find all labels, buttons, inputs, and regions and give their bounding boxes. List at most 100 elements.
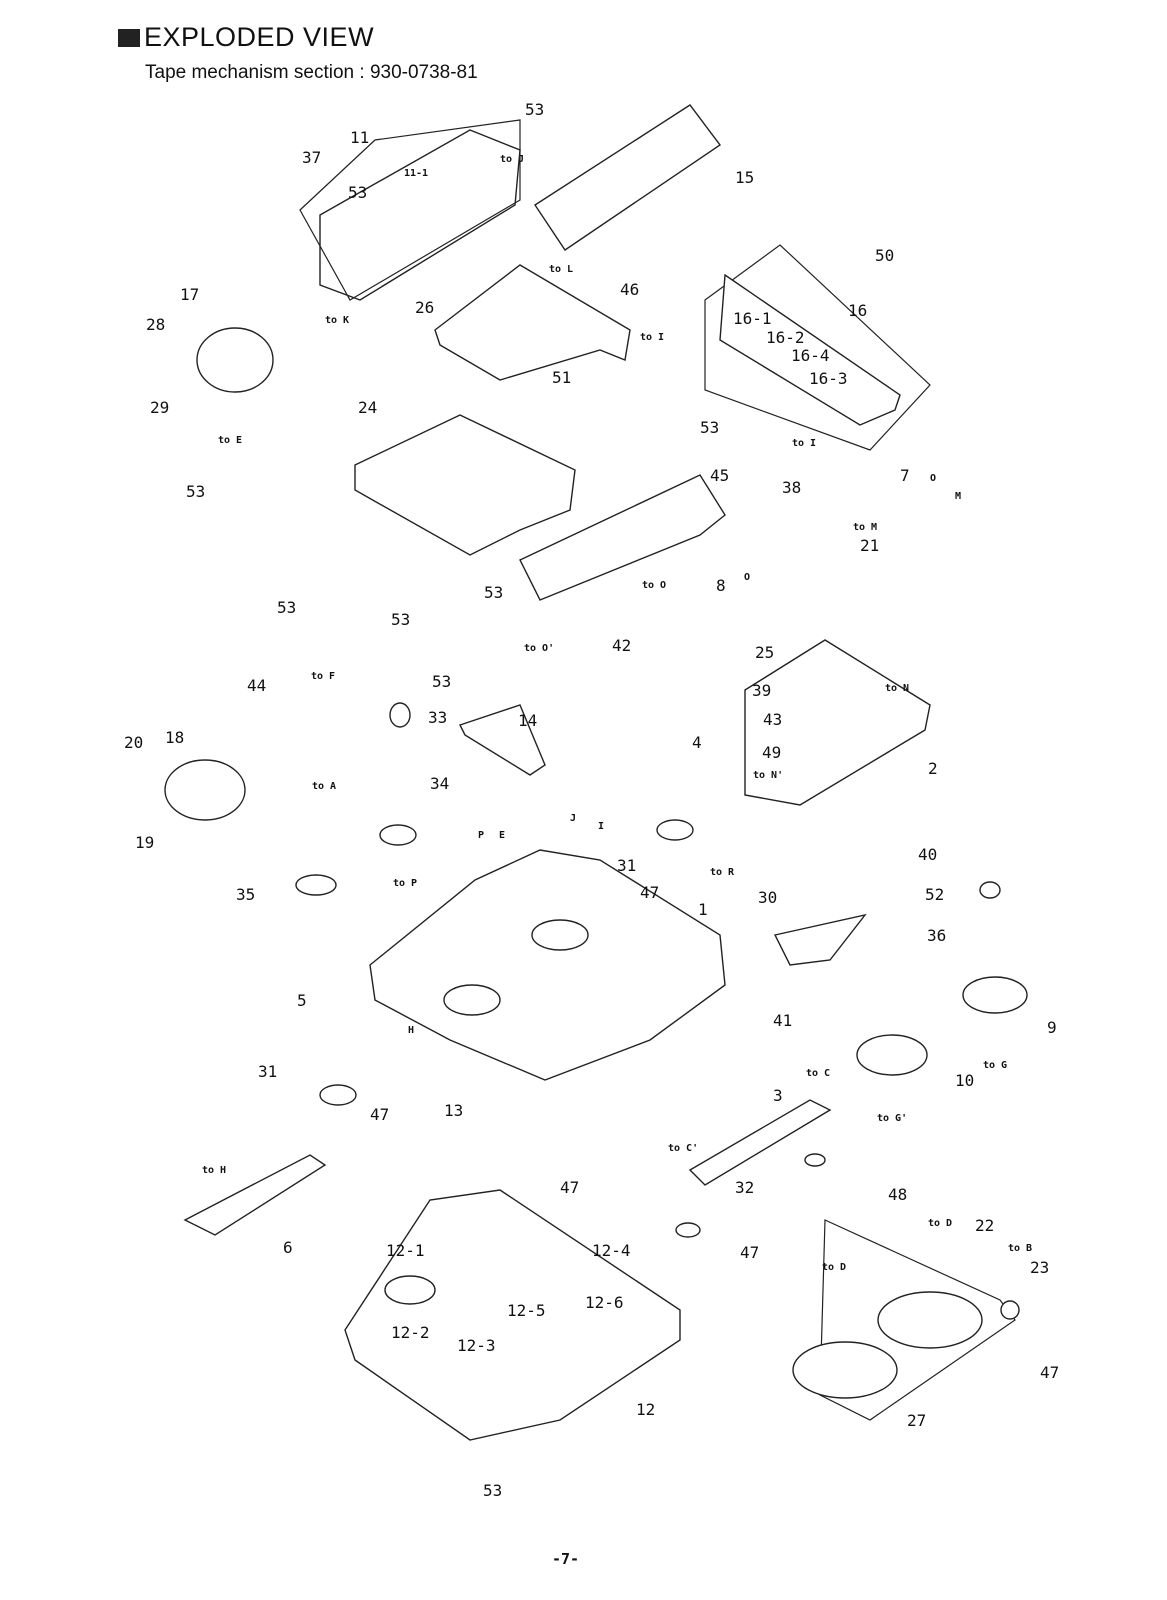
connection-label: to P [393, 878, 417, 889]
part-number-label: 53 [391, 610, 410, 629]
connection-label: to A [312, 781, 336, 792]
gear-32-bottom [675, 1222, 701, 1238]
reel-hub-right [531, 919, 589, 951]
subtitle: Tape mechanism section : 930-0738-81 [145, 62, 478, 83]
part-number-label: 16-3 [809, 369, 848, 388]
connection-label: H [408, 1025, 414, 1036]
part-number-label: 12-2 [391, 1323, 430, 1342]
part-number-label: 52 [925, 885, 944, 904]
connection-label: to G' [877, 1113, 907, 1124]
part-number-label: 12 [636, 1400, 655, 1419]
connection-label: to C' [668, 1143, 698, 1154]
connection-label: I [598, 821, 604, 832]
part-number-label: 42 [612, 636, 631, 655]
gear-32-top [804, 1153, 826, 1167]
part-number-label: 12-4 [592, 1241, 631, 1260]
connection-label: to L [549, 264, 573, 275]
part-number-label: 53 [348, 183, 367, 202]
part-number-label: 46 [620, 280, 639, 299]
part-number-label: 12-3 [457, 1336, 496, 1355]
part-2-frame [744, 639, 931, 806]
part-number-label: 17 [180, 285, 199, 304]
pcb-16 [719, 273, 901, 426]
part-number-label: 53 [186, 482, 205, 501]
connection-label: O [930, 473, 936, 484]
part-number-label: 53 [484, 583, 503, 602]
part-number-label: 12-5 [507, 1301, 546, 1320]
connection-label: to J [500, 154, 524, 165]
part-number-label: 48 [888, 1185, 907, 1204]
part-number-label: 32 [735, 1178, 754, 1197]
part-number-label: 27 [907, 1411, 926, 1430]
part-number-label: 9 [1047, 1018, 1057, 1037]
part-number-label: 5 [297, 991, 307, 1010]
part-number-label: 53 [432, 672, 451, 691]
part-number-label: 28 [146, 315, 165, 334]
part-number-label: 38 [782, 478, 801, 497]
part-number-label: 2 [928, 759, 938, 778]
part-number-label: 47 [1040, 1363, 1059, 1382]
part-41-bracket [773, 913, 867, 966]
part-number-label: 31 [617, 856, 636, 875]
part-number-label: 19 [135, 833, 154, 852]
part-number-label: 39 [752, 681, 771, 700]
pulley-23 [1000, 1300, 1020, 1320]
part-number-label: 41 [773, 1011, 792, 1030]
part-number-label: 14 [518, 711, 537, 730]
roller-33 [389, 702, 411, 728]
connection-label: to C [806, 1068, 830, 1079]
connection-label: M [955, 491, 961, 502]
section-marker-icon [118, 28, 140, 47]
connection-label: to G [983, 1060, 1007, 1071]
part-number-label: 3 [773, 1086, 783, 1105]
part-number-label: 35 [236, 885, 255, 904]
part-number-label: 13 [444, 1101, 463, 1120]
flywheel-27-left [792, 1341, 898, 1399]
gear-31-bottom [319, 1084, 357, 1106]
part-number-label: 20 [124, 733, 143, 752]
part-number-label: 16 [848, 301, 867, 320]
connection-label: to D [928, 1218, 952, 1229]
part-number-label: 21 [860, 536, 879, 555]
connection-label: to N [885, 683, 909, 694]
connection-label: to O [642, 580, 666, 591]
part-number-label: 44 [247, 676, 266, 695]
part-number-label: 12-1 [386, 1241, 425, 1260]
part-number-label: 30 [758, 888, 777, 907]
part-number-label: 11 [350, 128, 369, 147]
part-number-label: 31 [258, 1062, 277, 1081]
connection-label: E [499, 830, 505, 841]
connection-label: to M [853, 522, 877, 533]
part-number-label: 16-4 [791, 346, 830, 365]
part-number-label: 47 [560, 1178, 579, 1197]
part-1-chassis [369, 849, 726, 1081]
part-3-lever [688, 1099, 832, 1186]
part-number-label: 8 [716, 576, 726, 595]
part-number-label: 7 [900, 466, 910, 485]
part-number-label: 50 [875, 246, 894, 265]
connection-label: to F [311, 671, 335, 682]
part-number-label: 36 [927, 926, 946, 945]
part-number-label: 10 [955, 1071, 974, 1090]
part-11-head-block [319, 129, 521, 301]
pulley-9 [962, 976, 1028, 1014]
connection-label: to N' [753, 770, 783, 781]
part-45-plate [519, 474, 726, 601]
connection-label: to O' [524, 643, 554, 654]
part-number-label: 53 [277, 598, 296, 617]
part-number-label: 15 [735, 168, 754, 187]
part-number-label: 51 [552, 368, 571, 387]
part-number-label: 16-2 [766, 328, 805, 347]
part-number-label: 53 [525, 100, 544, 119]
connection-label: to I [640, 332, 664, 343]
reel-hub-left [443, 984, 501, 1016]
part-number-label: 37 [302, 148, 321, 167]
part-46-frame [434, 264, 631, 381]
part-number-label: 4 [692, 733, 702, 752]
part-number-label: 43 [763, 710, 782, 729]
part-number-label: 47 [370, 1105, 389, 1124]
reel-12-1 [384, 1275, 436, 1305]
connection-label: O [744, 572, 750, 583]
part-number-label: 47 [640, 883, 659, 902]
part-number-label: 47 [740, 1243, 759, 1262]
